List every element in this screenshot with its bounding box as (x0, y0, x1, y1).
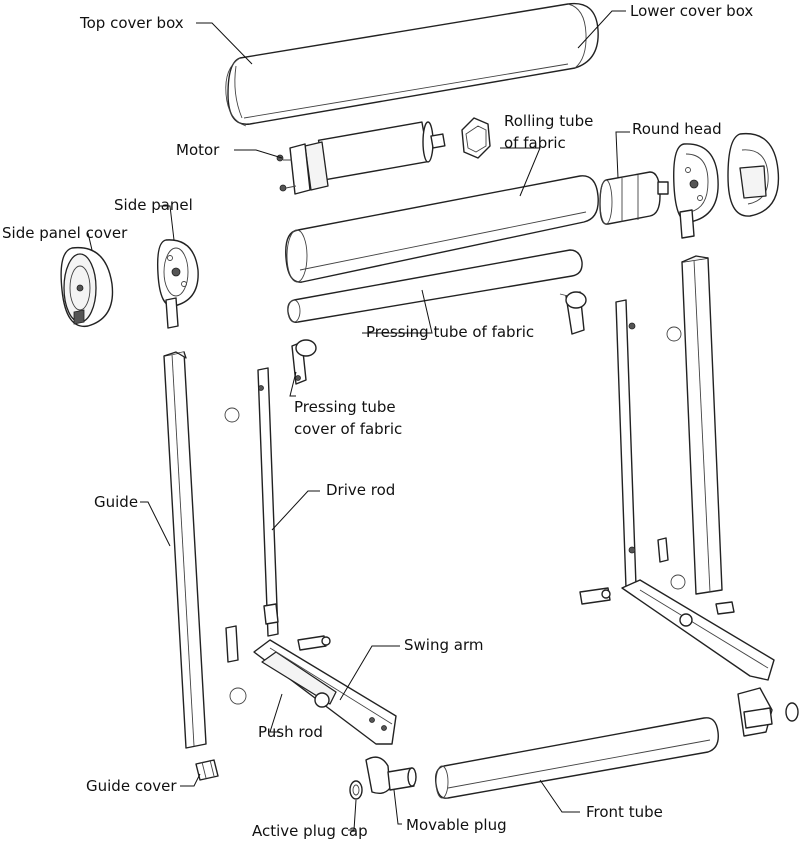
lower-cover-box (727, 132, 780, 217)
active-plug-cap (349, 780, 363, 800)
label-side-panel: Side panel (114, 196, 193, 214)
label-motor: Motor (176, 141, 220, 159)
right-swing-arm (579, 579, 775, 681)
left-drive-rod (224, 367, 279, 705)
hex-coupler (461, 117, 491, 159)
label-guide-cover: Guide cover (86, 777, 177, 795)
label-active-plug-cap: Active plug cap (252, 822, 368, 840)
label-swing-arm: Swing arm (404, 636, 483, 654)
rolling-tube (285, 175, 599, 283)
pressing-tube (287, 249, 583, 323)
label-pressing-tube-cover-1: Pressing tube (294, 398, 396, 416)
right-guide (681, 255, 723, 595)
right-pressing-tube-cover (559, 291, 587, 335)
pressing-tube-cover (291, 339, 317, 385)
front-tube (434, 717, 719, 799)
label-side-panel-cover: Side panel cover (2, 224, 128, 242)
label-rolling-tube-1: Rolling tube (504, 112, 593, 130)
top-cover-box (225, 2, 599, 127)
round-head (599, 171, 669, 225)
label-top-cover-box: Top cover box (79, 14, 184, 32)
label-lower-cover-box: Lower cover box (630, 2, 753, 20)
label-drive-rod: Drive rod (326, 481, 395, 499)
label-front-tube: Front tube (586, 803, 663, 821)
label-push-rod: Push rod (258, 723, 323, 741)
left-guide (163, 351, 207, 749)
movable-plug (365, 756, 417, 795)
left-swing-arm (225, 625, 397, 745)
guide-cover (195, 759, 219, 781)
motor (276, 121, 446, 195)
label-guide: Guide (94, 493, 138, 511)
side-panel-cover (60, 246, 114, 328)
label-pressing-tube: Pressing tube of fabric (366, 323, 534, 341)
label-movable-plug: Movable plug (406, 816, 507, 834)
label-rolling-tube-2: of fabric (504, 134, 566, 152)
labels: Top cover box Lower cover box Motor Roll… (2, 2, 753, 840)
right-movable-plug (737, 687, 799, 737)
label-pressing-tube-cover-2: cover of fabric (294, 420, 402, 438)
side-panel (156, 239, 199, 329)
right-side-panel (673, 143, 719, 239)
leader-lines (87, 10, 630, 831)
label-round-head: Round head (632, 120, 722, 138)
